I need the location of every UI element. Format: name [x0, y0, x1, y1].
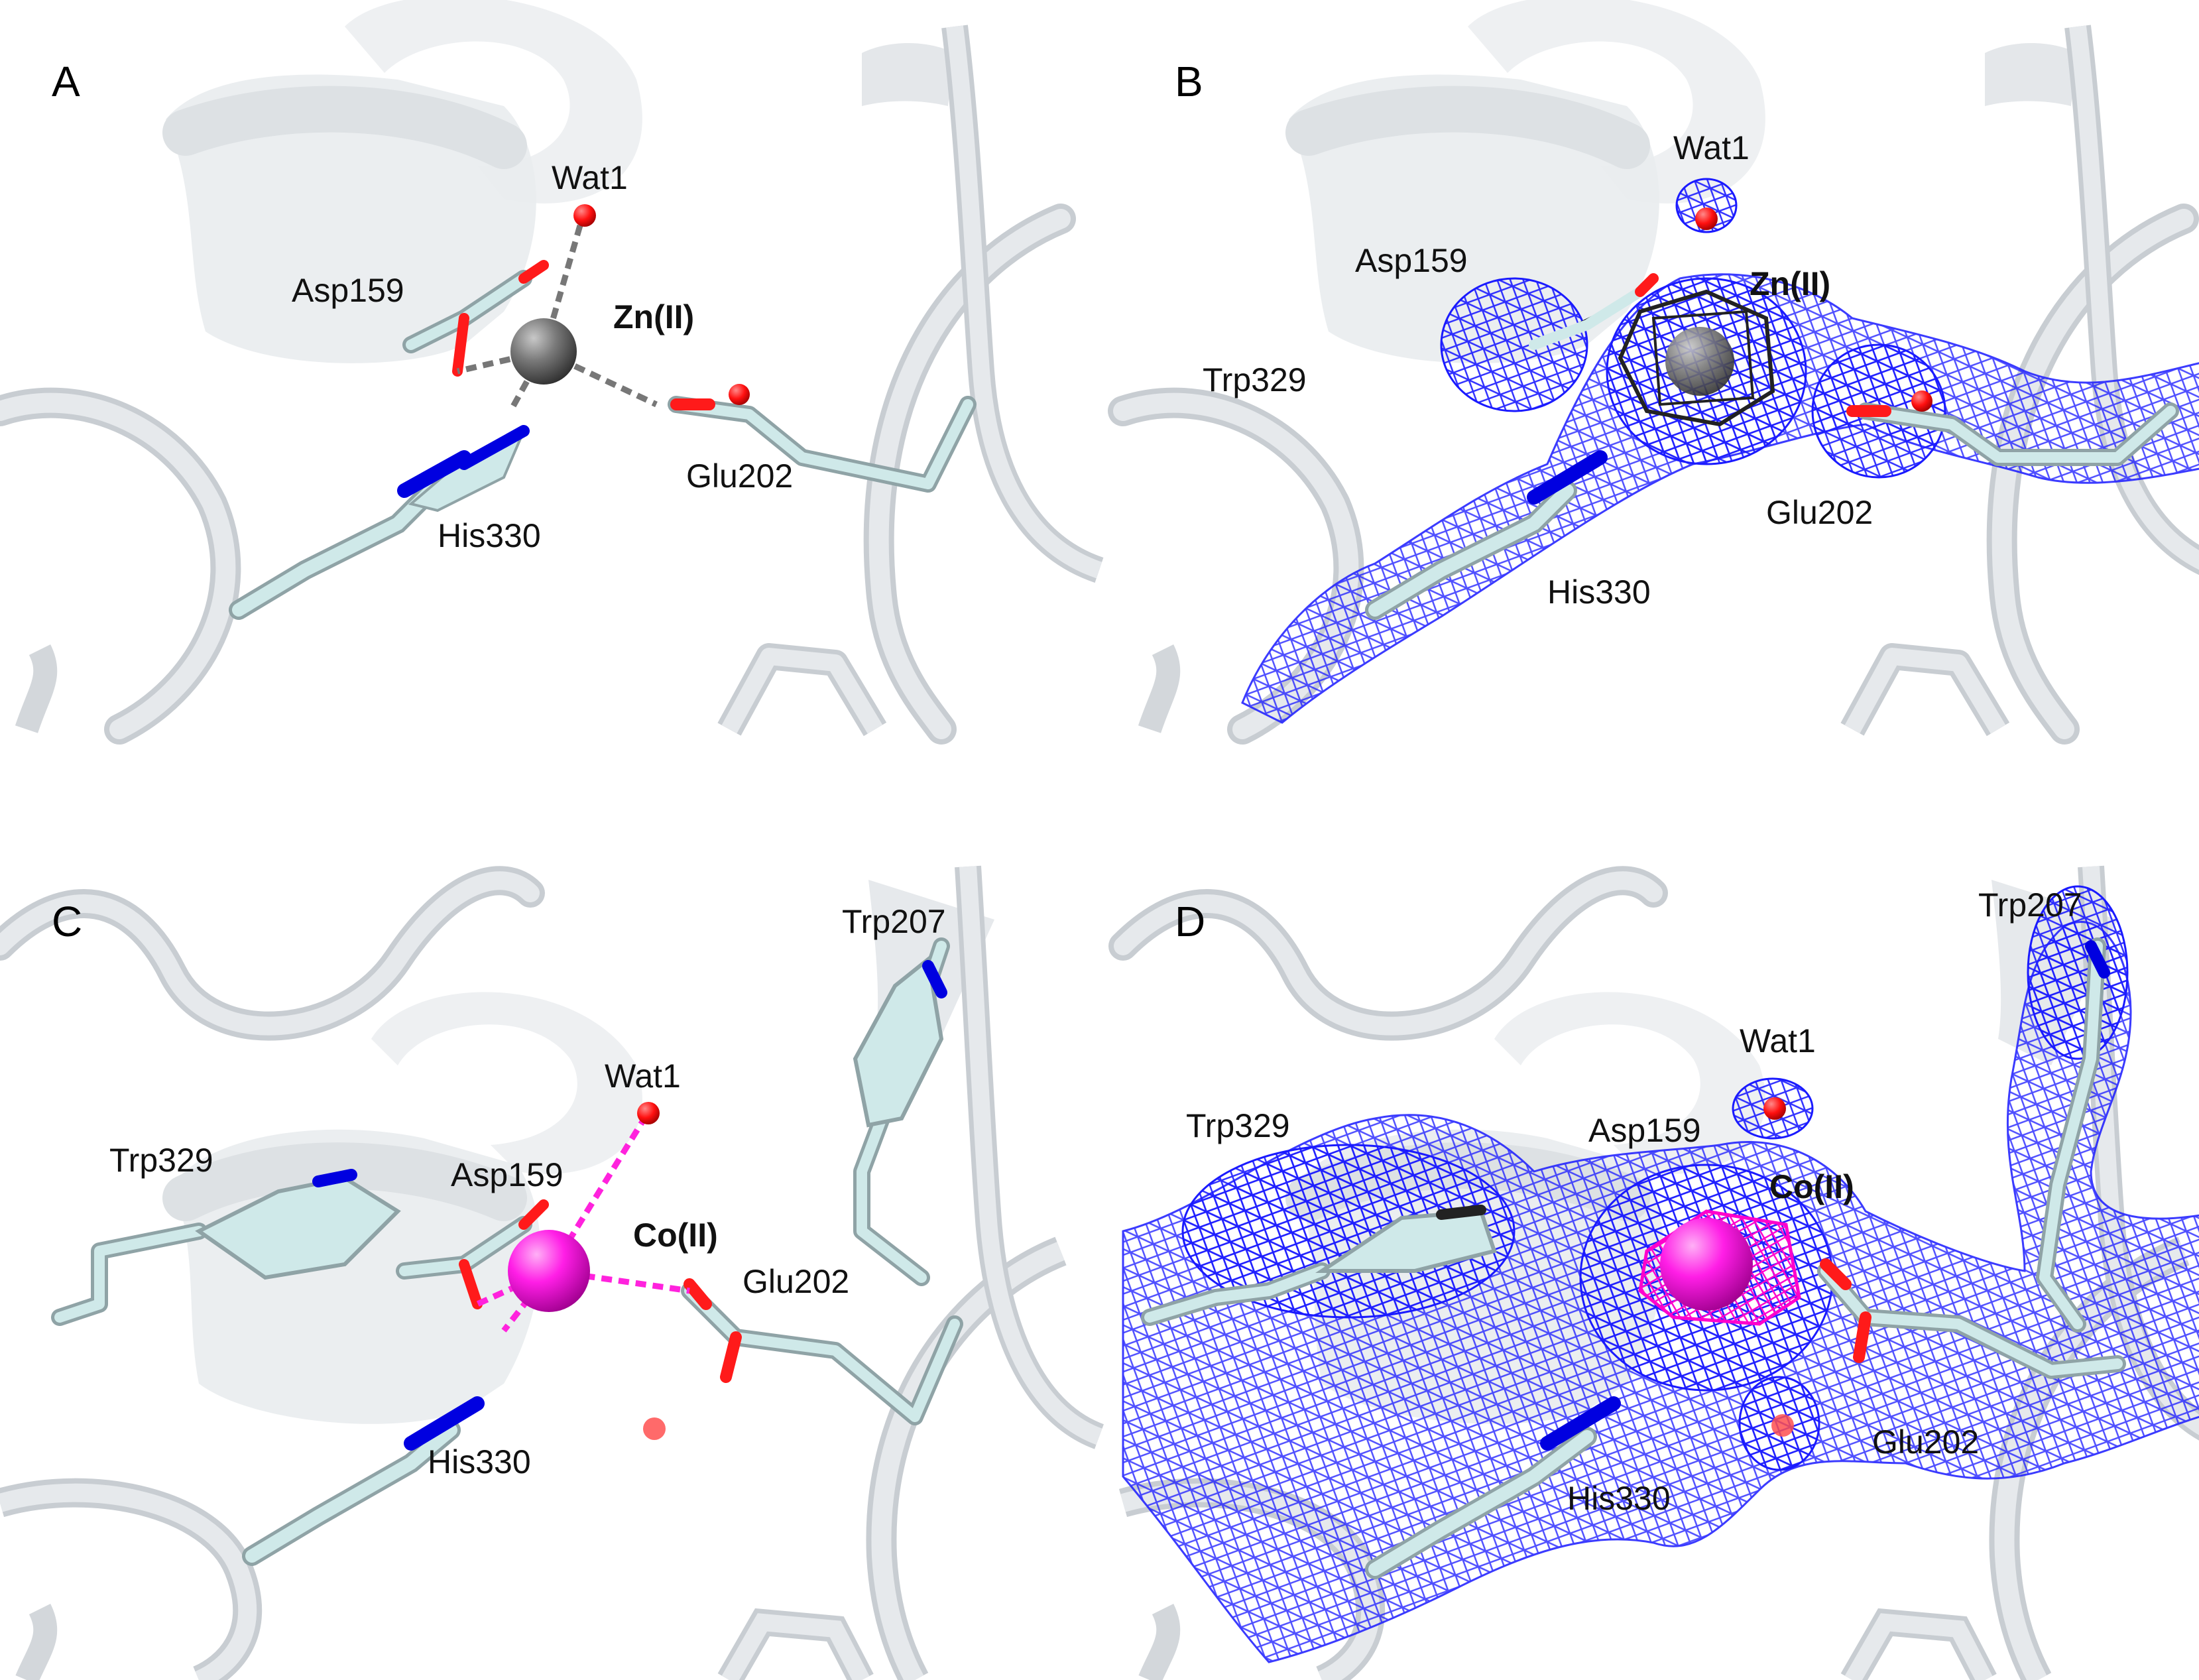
label-co: Co(II)	[633, 1217, 718, 1254]
panel-c: C Trp207 Wat1 Trp329 Asp159 Co(II) Glu20…	[0, 840, 1099, 1680]
anomalous-density-mesh	[1618, 289, 1775, 427]
label-his330: His330	[1547, 573, 1651, 611]
label-trp207: Trp207	[842, 903, 946, 940]
water-oxygen	[1771, 1414, 1794, 1437]
label-co: Co(II)	[1769, 1168, 1854, 1205]
label-asp159: Asp159	[1588, 1112, 1701, 1149]
label-glu202: Glu202	[743, 1263, 849, 1300]
wat1-oxygen	[637, 1102, 660, 1124]
label-trp329: Trp329	[109, 1142, 213, 1179]
wat1-oxygen	[1763, 1097, 1786, 1120]
zinc-ion	[1665, 327, 1734, 396]
panel-c-letter: C	[52, 898, 82, 945]
label-trp207: Trp207	[1978, 886, 2082, 924]
label-his330: His330	[1567, 1480, 1671, 1517]
wat1-oxygen	[1695, 208, 1718, 230]
panel-b-letter: B	[1175, 58, 1203, 105]
label-wat1: Wat1	[1740, 1022, 1816, 1059]
asp159-stick	[402, 260, 549, 377]
wat1-oxygen	[573, 204, 596, 227]
label-wat1: Wat1	[605, 1057, 681, 1095]
panel-a: A Wat1 Asp159 Zn(II) Glu202 His330	[0, 0, 1099, 729]
panel-d: D Trp207 Wat1 Trp329 Asp159 Co(II) Glu20…	[1123, 840, 2199, 1680]
label-glu202: Glu202	[686, 457, 793, 495]
label-glu202: Glu202	[1872, 1423, 1979, 1461]
label-zn: Zn(II)	[1750, 265, 1830, 302]
cobalt-ion	[508, 1230, 590, 1312]
water-oxygen	[643, 1417, 666, 1440]
cobalt-ion	[1660, 1218, 1753, 1311]
label-wat1: Wat1	[552, 159, 628, 196]
label-wat1: Wat1	[1673, 129, 1750, 166]
label-asp159: Asp159	[1355, 242, 1468, 279]
panel-b: B Wat1 Asp159 Trp329 Zn(II) Glu202 His33…	[1123, 0, 2199, 729]
label-his330: His330	[438, 517, 541, 554]
trp329-stick	[51, 1169, 401, 1326]
label-asp159: Asp159	[292, 272, 404, 309]
zinc-ion	[510, 318, 577, 385]
label-glu202: Glu202	[1766, 494, 1873, 531]
glu202-stick	[668, 384, 977, 493]
label-his330: His330	[428, 1443, 531, 1480]
his330-stick	[229, 425, 530, 620]
label-trp329: Trp329	[1203, 361, 1307, 398]
trp207-stick	[853, 937, 950, 1286]
label-zn: Zn(II)	[613, 298, 694, 335]
panel-a-letter: A	[52, 58, 80, 105]
label-trp329: Trp329	[1186, 1107, 1290, 1144]
panel-d-letter: D	[1175, 898, 1205, 945]
label-asp159: Asp159	[451, 1156, 564, 1193]
